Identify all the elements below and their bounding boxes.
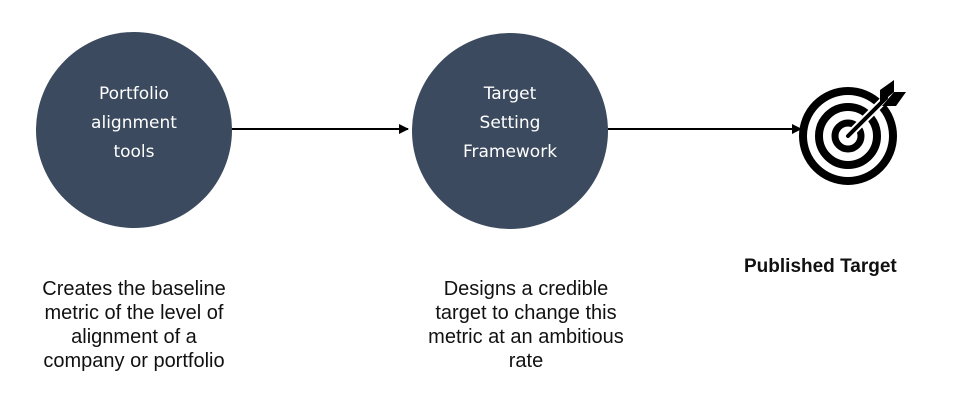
node-2-description-line-4: rate — [508, 350, 544, 372]
node-1-description: Creates the baseline metric of the level… — [0, 277, 268, 373]
node-2-description-line-3: metric at an ambitious — [428, 326, 624, 348]
node-2-line-2: Setting — [479, 112, 541, 133]
node-1-description-line-1: Creates the baseline — [42, 278, 226, 300]
node-2-line-3: Framework — [462, 141, 558, 162]
node-2-line-1: Target — [483, 83, 537, 104]
node-2-description-line-2: target to change this — [435, 302, 617, 324]
node-2-description: Designs a credible target to change this… — [396, 277, 656, 373]
node-target-setting-framework: Target Setting Framework — [412, 33, 608, 229]
target-icon — [799, 80, 906, 185]
node-1-line-2: alignment — [91, 112, 177, 133]
node-1-line-3: tools — [113, 141, 155, 162]
node-1-description-line-3: alignment of a — [71, 326, 197, 348]
node-1-description-line-2: metric of the level of — [44, 302, 224, 324]
node-1-description-line-4: company or portfolio — [43, 350, 225, 372]
published-target-label: Published Target — [744, 256, 897, 277]
node-2-description-line-1: Designs a credible — [443, 278, 609, 300]
node-portfolio-alignment-tools: Portfolio alignment tools — [36, 32, 232, 228]
node-1-line-1: Portfolio — [99, 83, 169, 104]
